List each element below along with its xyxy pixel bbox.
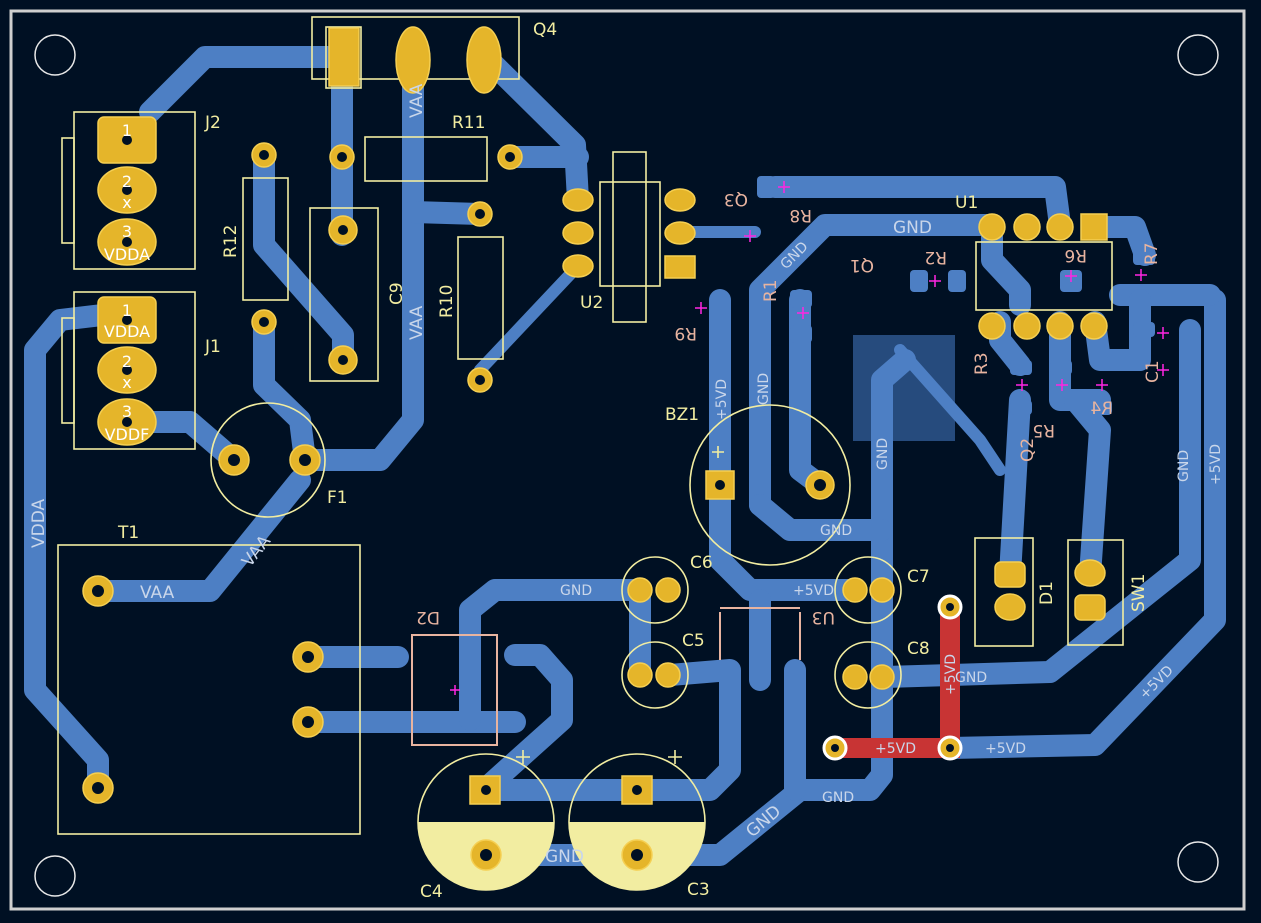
j2-pin-1: 1 bbox=[122, 121, 132, 140]
ref-c4: C4 bbox=[420, 882, 443, 902]
net-label-gnd: GND bbox=[955, 670, 987, 686]
ref-r4: R4 bbox=[1090, 399, 1113, 419]
j1-pin-1: 1 bbox=[122, 301, 132, 320]
ref-r2: R2 bbox=[924, 247, 947, 267]
net-labels: GND GND GND GND GND GND VAA VAA VAA VAA … bbox=[29, 83, 1224, 867]
ref-r10: R10 bbox=[437, 285, 457, 318]
reference-designators: J2 J1 R12 C9 R10 R11 Q4 U2 Q3 R8 U1 Q1 R… bbox=[117, 20, 1163, 902]
j2-pin3-net: VDDA bbox=[104, 245, 150, 264]
ref-r3: R3 bbox=[972, 352, 992, 375]
ref-u1: U1 bbox=[955, 193, 978, 213]
ref-t1: T1 bbox=[117, 523, 139, 543]
net-label-vaa: VAA bbox=[140, 583, 175, 603]
net-label-5vd: +5VD bbox=[714, 379, 730, 420]
net-label-gnd: GND bbox=[545, 847, 584, 867]
ref-f1: F1 bbox=[327, 488, 348, 508]
j1-pin2-net: x bbox=[122, 373, 131, 392]
ref-r8: R8 bbox=[789, 205, 812, 225]
ref-q3: Q3 bbox=[724, 189, 748, 209]
net-label-5vd: +5VD bbox=[875, 741, 916, 757]
net-label-vdda: VDDA bbox=[29, 498, 49, 548]
net-label-gnd: GND bbox=[893, 218, 932, 238]
ref-j1: J1 bbox=[204, 337, 221, 357]
j1-pin1-net: VDDA bbox=[104, 322, 150, 341]
net-label-5vd: +5VD bbox=[1208, 444, 1224, 485]
ref-d2: D2 bbox=[416, 607, 440, 627]
mounting-holes bbox=[34, 34, 1219, 897]
j1-pin3-net: VDDF bbox=[105, 425, 150, 444]
ref-c9: C9 bbox=[387, 282, 407, 305]
j2-pin2-net: x bbox=[122, 193, 131, 212]
j2-pin-3: 3 bbox=[122, 222, 132, 241]
ref-q1: Q1 bbox=[850, 255, 874, 275]
net-label-5vd: +5VD bbox=[943, 654, 959, 695]
net-label-gnd: GND bbox=[822, 790, 854, 806]
ref-c1: C1 bbox=[1143, 360, 1163, 383]
j2-pin-2: 2 bbox=[122, 172, 132, 191]
board-outline bbox=[9, 9, 1246, 911]
ref-u2: U2 bbox=[580, 293, 603, 313]
ref-r1: R1 bbox=[761, 279, 781, 302]
net-label-vaa: VAA bbox=[407, 305, 427, 340]
net-label-gnd: GND bbox=[1176, 450, 1192, 482]
ref-c5: C5 bbox=[682, 631, 705, 651]
ref-c3: C3 bbox=[687, 880, 710, 900]
j1-pin-2: 2 bbox=[122, 352, 132, 371]
ref-bz1: BZ1 bbox=[665, 405, 699, 425]
ref-q2: Q2 bbox=[1018, 438, 1038, 462]
net-label-gnd: GND bbox=[560, 583, 592, 599]
net-label-vaa: VAA bbox=[407, 83, 427, 118]
ref-c7: C7 bbox=[907, 567, 930, 587]
ref-q4: Q4 bbox=[533, 20, 557, 40]
ref-sw1: SW1 bbox=[1129, 574, 1149, 612]
pads bbox=[82, 26, 1108, 871]
net-label-gnd: GND bbox=[875, 438, 891, 470]
net-label-5vd: +5VD bbox=[793, 583, 834, 599]
ref-d1: D1 bbox=[1037, 581, 1057, 605]
ref-r11: R11 bbox=[452, 113, 485, 133]
ref-r6: R6 bbox=[1064, 245, 1087, 265]
net-label-gnd: GND bbox=[820, 523, 852, 539]
ref-c8: C8 bbox=[907, 639, 930, 659]
net-label-gnd: GND bbox=[756, 373, 772, 405]
ref-u3: U3 bbox=[812, 607, 835, 627]
ref-r9: R9 bbox=[674, 323, 697, 343]
ref-r7: R7 bbox=[1142, 242, 1162, 265]
ref-j2: J2 bbox=[204, 113, 221, 133]
markers bbox=[450, 181, 1169, 695]
ref-c6: C6 bbox=[690, 553, 713, 573]
pad-numbers: 1 2 3 1 2 3 x VDDA VDDA x VDDF bbox=[104, 121, 150, 444]
net-label-5vd: +5VD bbox=[985, 741, 1026, 757]
j1-pin-3: 3 bbox=[122, 402, 132, 421]
ref-r5: R5 bbox=[1032, 420, 1055, 440]
ref-r12: R12 bbox=[221, 225, 241, 258]
